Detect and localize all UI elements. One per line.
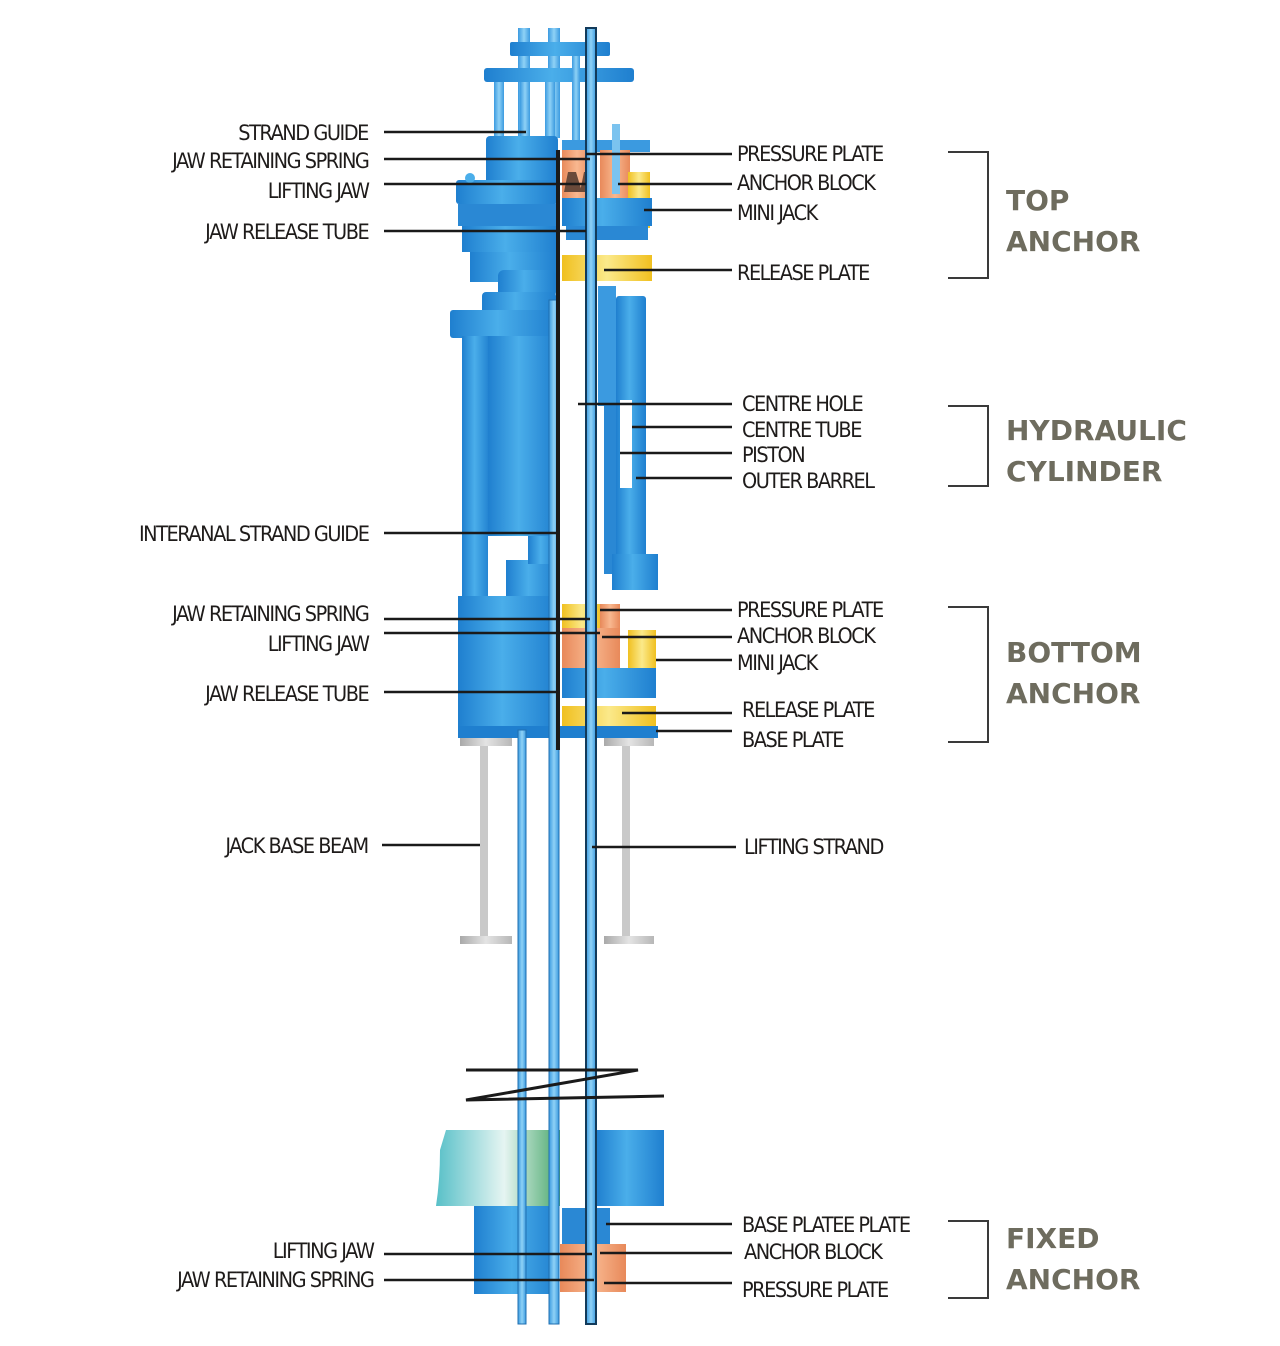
label-jaw-retaining-spring-top: JAW RETAINING SPRING <box>171 149 370 173</box>
top-anchor-assembly <box>456 124 652 282</box>
bracket-top-anchor <box>948 151 989 279</box>
label-pressure-plate-fixed: PRESSURE PLATE <box>742 1278 889 1302</box>
label-base-plate: BASE PLATE <box>742 728 844 752</box>
group-brackets <box>948 151 989 1299</box>
group-top-anchor: TOP ANCHOR <box>1006 180 1140 262</box>
group-hydraulic-cylinder-line2: CYLINDER <box>1006 455 1163 488</box>
jack-base-beam <box>460 738 654 944</box>
label-jack-base-beam: JACK BASE BEAM <box>225 834 370 858</box>
hydraulic-cylinder <box>450 270 658 736</box>
label-anchor-block-bottom: ANCHOR BLOCK <box>737 624 876 648</box>
strand-guide-frame <box>484 28 634 140</box>
label-release-plate-bottom: RELEASE PLATE <box>742 698 875 722</box>
bracket-bottom-anchor <box>948 606 989 743</box>
label-centre-hole: CENTRE HOLE <box>742 392 864 416</box>
label-mini-jack-top: MINI JACK <box>737 201 818 225</box>
label-lifting-strand: LIFTING STRAND <box>744 835 884 859</box>
group-top-anchor-line1: TOP <box>1006 184 1070 217</box>
label-release-plate-top: RELEASE PLATE <box>737 261 870 285</box>
label-anchor-block-top: ANCHOR BLOCK <box>737 171 876 195</box>
label-piston: PISTON <box>742 443 806 467</box>
label-pressure-plate-top: PRESSURE PLATE <box>737 142 884 166</box>
label-strand-guide: STRAND GUIDE <box>238 121 369 145</box>
leader-lines <box>382 130 736 1285</box>
group-fixed-anchor-line2: ANCHOR <box>1006 1263 1141 1296</box>
label-pressure-plate-bottom: PRESSURE PLATE <box>737 598 884 622</box>
label-jaw-retaining-spring-fixed: JAW RETAINING SPRING <box>176 1268 375 1292</box>
label-lifting-jaw-fixed: LIFTING JAW <box>272 1239 374 1263</box>
group-bottom-anchor: BOTTOM ANCHOR <box>1006 632 1142 714</box>
label-mini-jack-bottom: MINI JACK <box>737 651 818 675</box>
lifting-strands <box>517 27 597 1325</box>
group-bottom-anchor-line1: BOTTOM <box>1006 636 1142 669</box>
label-lifting-jaw-bottom: LIFTING JAW <box>267 632 369 656</box>
label-base-plate-fixed: BASE PLATEE PLATE <box>742 1213 911 1237</box>
label-jaw-release-tube-bottom: JAW RELEASE TUBE <box>204 682 370 706</box>
group-hydraulic-cylinder: HYDRAULIC CYLINDER <box>1006 410 1187 492</box>
label-jaw-release-tube-top: JAW RELEASE TUBE <box>204 220 370 244</box>
group-fixed-anchor: FIXED ANCHOR <box>1006 1218 1140 1300</box>
bracket-hydraulic-cylinder <box>948 405 989 487</box>
label-anchor-block-fixed: ANCHOR BLOCK <box>744 1240 883 1264</box>
bracket-fixed-anchor <box>948 1220 989 1299</box>
label-internal-strand-guide: INTERANAL STRAND GUIDE <box>138 522 370 546</box>
break-marker <box>465 1068 665 1102</box>
label-centre-tube: CENTRE TUBE <box>742 418 862 442</box>
group-hydraulic-cylinder-line1: HYDRAULIC <box>1006 414 1187 447</box>
label-jaw-retaining-spring-bottom: JAW RETAINING SPRING <box>171 602 370 626</box>
group-top-anchor-line2: ANCHOR <box>1006 225 1141 258</box>
label-lifting-jaw-top: LIFTING JAW <box>267 179 369 203</box>
group-fixed-anchor-line1: FIXED <box>1006 1222 1100 1255</box>
label-outer-barrel: OUTER BARREL <box>742 469 875 493</box>
group-bottom-anchor-line2: ANCHOR <box>1006 677 1141 710</box>
